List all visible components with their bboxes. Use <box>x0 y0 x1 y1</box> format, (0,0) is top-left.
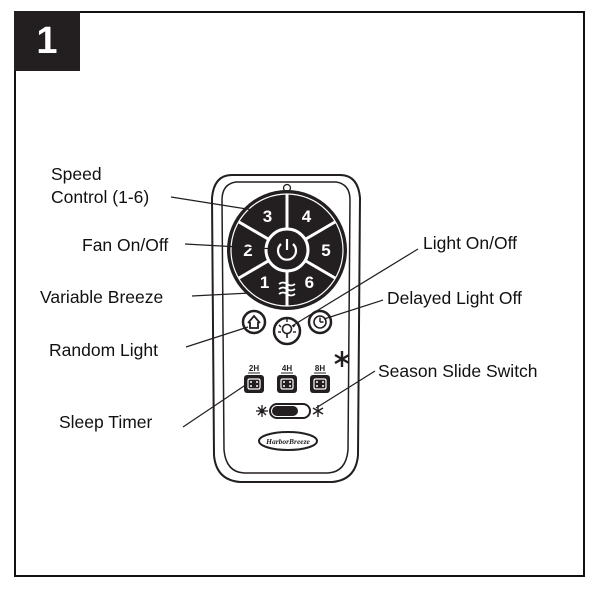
sleep-timer-button-4h[interactable]: 4H <box>277 364 297 393</box>
speed-control-leader <box>170 196 254 211</box>
season-slide-switch[interactable] <box>256 403 324 419</box>
brand-logo: HarborBreeze <box>258 431 318 451</box>
power-icon <box>276 239 298 261</box>
fan-on-off-label: Fan On/Off <box>82 235 169 255</box>
sleep-timer-label: Sleep Timer <box>59 412 153 432</box>
speed-button-6[interactable]: 6 <box>305 273 314 292</box>
home-icon <box>247 314 261 329</box>
speed-button-4[interactable]: 4 <box>302 207 312 226</box>
step-number-badge: 1 <box>14 11 80 71</box>
speed-control-label-line2: Control (1-6) <box>51 187 150 207</box>
random-light-button[interactable] <box>241 309 267 335</box>
svg-text:HarborBreeze: HarborBreeze <box>265 437 310 446</box>
speed-button-1[interactable]: 1 <box>260 273 269 292</box>
breeze-icon <box>278 281 296 297</box>
sleep-timer-button-2h[interactable]: 2H <box>244 364 264 393</box>
speed-number-labels: 123 456 <box>243 207 330 292</box>
variable-breeze-label: Variable Breeze <box>40 287 164 307</box>
random-light-leader <box>185 326 249 348</box>
sleep-timer-leader <box>182 383 248 428</box>
callout-lines <box>170 196 419 428</box>
random-light-label: Random Light <box>49 340 158 360</box>
sleep-timer-label-2h: 2H <box>249 364 259 373</box>
variable-breeze-leader <box>191 292 251 297</box>
fan-on-off-leader <box>184 243 277 250</box>
delayed-light-off-label: Delayed Light Off <box>387 288 522 308</box>
delayed-light-off-leader <box>323 299 384 320</box>
sleep-timer-button-8h[interactable]: 8H <box>310 364 330 393</box>
sleep-timer-label-8h: 8H <box>315 364 325 373</box>
speed-button-5[interactable]: 5 <box>321 241 330 260</box>
bulb-icon <box>278 319 296 338</box>
season-switch-leader <box>315 370 376 409</box>
speed-control-label-line1: Speed <box>51 164 102 184</box>
light-on-off-label: Light On/Off <box>423 233 518 253</box>
sun-icon <box>256 405 268 417</box>
figure-frame <box>14 11 585 577</box>
speed-button-3[interactable]: 3 <box>263 207 272 226</box>
light-power-button[interactable] <box>272 316 302 346</box>
asterisk-marker <box>334 351 350 367</box>
speed-button-2[interactable]: 2 <box>243 241 252 260</box>
sleep-timer-buttons: 2H 4H 8H <box>244 364 330 393</box>
clock-icon <box>313 315 327 329</box>
speed-wheel <box>227 190 347 310</box>
season-slide-switch-label: Season Slide Switch <box>378 361 538 381</box>
sleep-timer-label-4h: 4H <box>282 364 292 373</box>
light-on-off-leader <box>291 248 419 327</box>
delayed-light-off-button[interactable] <box>307 309 333 335</box>
